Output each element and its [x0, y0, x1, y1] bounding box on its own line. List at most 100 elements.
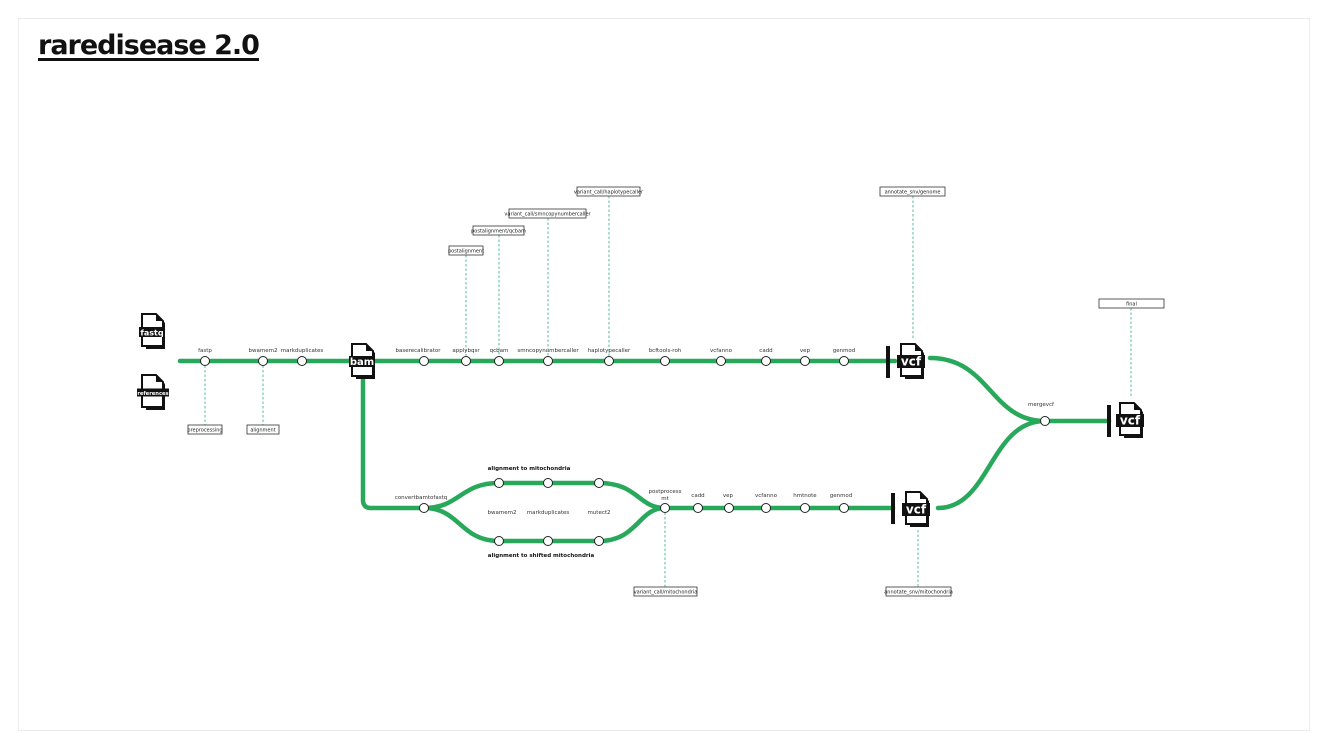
svg-text:postalignment/qcbam: postalignment/qcbam	[471, 229, 526, 235]
final-terminus-bar	[1107, 405, 1111, 437]
svg-text:bam: bam	[350, 357, 374, 368]
bam-to-mito-track	[360, 375, 427, 511]
station-mito-markduplicates-upper[interactable]	[543, 478, 553, 488]
station-baserecalibrator[interactable]	[419, 356, 429, 366]
svg-text:vcf: vcf	[1120, 414, 1141, 428]
label-mito-vcfanno: vcfanno	[755, 493, 778, 499]
station-mito-cadd[interactable]	[693, 503, 703, 513]
subworkflow-preprocessing[interactable]: preprocessing	[187, 424, 223, 435]
station-qcbam[interactable]	[494, 356, 504, 366]
genome-stations: fastp bwamem2 markduplicates baserecalib…	[198, 348, 855, 366]
station-vcfanno[interactable]	[716, 356, 726, 366]
svg-text:variant_call/haplotypecaller: variant_call/haplotypecaller	[574, 190, 644, 196]
label-mito-vep: vep	[723, 493, 734, 499]
subworkflow-alignment[interactable]: alignment	[246, 424, 280, 435]
label-mito-markduplicates: markduplicates	[527, 510, 570, 516]
station-smncopynumbercaller[interactable]	[543, 356, 553, 366]
svg-text:vcf: vcf	[901, 355, 922, 369]
label-postprocess-mt-1: postprocess	[648, 489, 681, 495]
station-applybqsr[interactable]	[461, 356, 471, 366]
station-mito-markduplicates-lower[interactable]	[543, 536, 553, 546]
label-postprocess-mt-2: mt	[661, 496, 669, 502]
station-haplotypecaller[interactable]	[604, 356, 614, 366]
subworkflow-variant-call-smn[interactable]: variant_call/smncopynumbercaller	[504, 208, 592, 219]
label-vcfanno: vcfanno	[710, 348, 733, 354]
subworkflow-postalignment-qcbam[interactable]: postalignment/qcbam	[471, 225, 526, 236]
label-mito-genmod: genmod	[830, 493, 853, 499]
subworkflow-postalignment[interactable]: postalignment	[448, 245, 484, 256]
bam-file-icon: bam	[349, 343, 376, 380]
station-cadd[interactable]	[761, 356, 771, 366]
label-mutect2: mutect2	[587, 510, 610, 516]
label-mito-bwamem2: bwamem2	[488, 510, 517, 516]
station-mutect2-lower[interactable]	[594, 536, 604, 546]
branch-label-shifted: alignment to shifted mitochondria	[488, 553, 595, 559]
label-bwamem2: bwamem2	[249, 348, 278, 354]
mito-stations: convertbamtofastq alignment to mitochond…	[395, 466, 853, 559]
svg-text:variant_call/mitochondria: variant_call/mitochondria	[634, 590, 698, 596]
svg-text:annotate_snv/mitochondria: annotate_snv/mitochondria	[884, 590, 953, 596]
label-bcftools-roh: bcftools-roh	[649, 348, 682, 354]
label-baserecalibrator: baserecalibrator	[396, 348, 442, 354]
vcf-final-file-icon: vcf	[1116, 402, 1144, 439]
label-haplotypecaller: haplotypecaller	[588, 348, 631, 354]
label-cadd: cadd	[759, 348, 772, 354]
station-hmtnote[interactable]	[800, 503, 810, 513]
subworkflow-annotate-snv-genome[interactable]: annotate_snv/genome	[879, 186, 946, 197]
station-mergevcf[interactable]	[1040, 416, 1050, 426]
station-mito-vep[interactable]	[724, 503, 734, 513]
fastq-file-icon: fastq	[139, 313, 166, 350]
mito-to-merge-track	[935, 418, 1048, 511]
label-mito-cadd: cadd	[691, 493, 704, 499]
station-bcftools-roh[interactable]	[660, 356, 670, 366]
svg-text:references: references	[137, 391, 168, 397]
station-markduplicates[interactable]	[297, 356, 307, 366]
subworkflow-variant-call-haplotypecaller[interactable]: variant_call/haplotypecaller	[574, 186, 644, 197]
mito-terminus-bar	[891, 493, 895, 524]
vcf-genome-file-icon: vcf	[897, 343, 925, 380]
subworkflow-annotate-snv-mitochondria[interactable]: annotate_snv/mitochondria	[884, 586, 953, 597]
svg-text:vcf: vcf	[906, 503, 927, 517]
station-postprocess-mt[interactable]	[660, 503, 670, 513]
station-mito-genmod[interactable]	[839, 503, 849, 513]
station-convertbamtofastq[interactable]	[419, 503, 429, 513]
svg-text:variant_call/smncopynumbercall: variant_call/smncopynumbercaller	[504, 212, 591, 218]
vcf-mito-file-icon: vcf	[902, 491, 930, 528]
label-mergevcf: mergevcf	[1028, 402, 1055, 408]
station-fastp[interactable]	[200, 356, 210, 366]
subworkflow-leaders	[204, 196, 1132, 587]
label-genmod: genmod	[833, 348, 856, 354]
genome-terminus-bar	[886, 346, 890, 378]
canvas-frame	[18, 18, 1310, 731]
svg-text:final: final	[1126, 302, 1137, 308]
station-vep[interactable]	[800, 356, 810, 366]
label-fastp: fastp	[198, 348, 212, 354]
svg-text:preprocessing: preprocessing	[187, 428, 222, 434]
label-qcbam: qcbam	[490, 348, 509, 354]
svg-text:alignment: alignment	[250, 428, 275, 434]
label-smncopynumbercaller: smncopynumbercaller	[517, 348, 579, 354]
svg-text:annotate_snv/genome: annotate_snv/genome	[885, 190, 941, 196]
label-hmtnote: hmtnote	[793, 493, 817, 499]
station-mutect2-upper[interactable]	[594, 478, 604, 488]
label-convertbamtofastq: convertbamtofastq	[395, 495, 448, 501]
label-applybqsr: applybqsr	[452, 348, 480, 354]
subworkflow-final[interactable]: final	[1098, 298, 1165, 309]
station-mito-bwamem2-upper[interactable]	[494, 478, 504, 488]
label-markduplicates: markduplicates	[281, 348, 324, 354]
genome-to-merge-track	[927, 355, 1048, 424]
svg-text:fastq: fastq	[140, 329, 163, 338]
station-mito-bwamem2-lower[interactable]	[494, 536, 504, 546]
station-bwamem2[interactable]	[258, 356, 268, 366]
pipeline-tracks	[177, 355, 1112, 544]
branch-label-mito: alignment to mitochondria	[488, 466, 571, 472]
svg-text:postalignment: postalignment	[448, 249, 484, 255]
references-file-icon: references	[137, 374, 169, 411]
subworkflow-variant-call-mitochondria[interactable]: variant_call/mitochondria	[633, 586, 698, 597]
station-mito-vcfanno[interactable]	[761, 503, 771, 513]
mito-branch-upper	[421, 480, 668, 511]
page-title: raredisease 2.0	[38, 30, 260, 61]
station-genmod[interactable]	[839, 356, 849, 366]
label-vep: vep	[800, 348, 811, 354]
